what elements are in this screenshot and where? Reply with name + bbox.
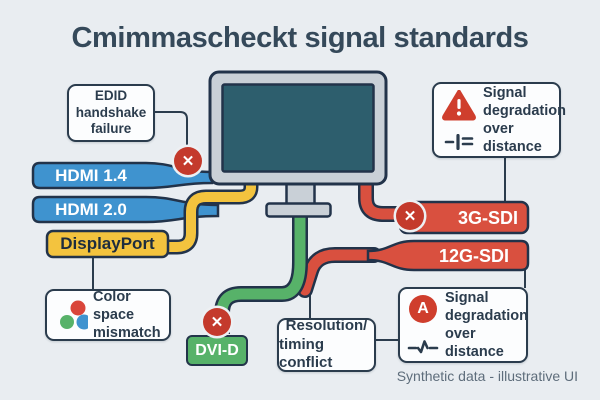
rgb-dots-icon bbox=[60, 300, 88, 330]
cable-displayport-path bbox=[166, 182, 259, 255]
error-x-badge-sdi3g: ✕ bbox=[396, 202, 424, 230]
letter-a-glyph: A bbox=[417, 300, 429, 317]
callout-icon-column: A bbox=[407, 293, 439, 357]
callout-signal-degradation-bottom: A Signal degradation over distance bbox=[398, 287, 528, 363]
cable-sdi3g-path bbox=[358, 181, 404, 222]
page-title: Cmimmascheckt signal standards bbox=[71, 22, 529, 54]
callout-line: mismatch bbox=[92, 325, 161, 342]
callout-line: failure bbox=[90, 121, 132, 137]
callout-line: timing conflict bbox=[279, 335, 333, 372]
monitor-stand-base bbox=[265, 202, 332, 218]
x-icon: ✕ bbox=[210, 314, 224, 331]
cable-label-sdi3g: 3G-SDI bbox=[457, 207, 518, 228]
callout-connector-lines bbox=[92, 111, 526, 341]
callout-signal-degradation-top: Signal degradation over distance bbox=[432, 82, 566, 158]
cable-sdi12g-band bbox=[366, 239, 530, 272]
callout-line: Resolution/ bbox=[285, 316, 368, 334]
callout-line: Signal bbox=[445, 289, 489, 306]
signal-waveform-icon bbox=[444, 134, 474, 150]
x-icon: ✕ bbox=[403, 208, 417, 225]
cable-displayport-band bbox=[45, 229, 170, 259]
cable-label-dvid: DVI-D bbox=[186, 335, 248, 366]
callout-line: over distance bbox=[483, 121, 542, 156]
monitor-screen bbox=[221, 83, 375, 173]
callout-line: Color space bbox=[92, 288, 135, 323]
callout-resolution-timing-conflict: Resolution/ timing conflict bbox=[277, 316, 376, 372]
callout-edid-handshake-failure: EDID handshake failure bbox=[67, 84, 155, 142]
warning-triangle-icon bbox=[442, 90, 476, 121]
x-icon: ✕ bbox=[181, 153, 195, 170]
callout-line: Signal bbox=[483, 84, 527, 101]
cable-label-hdmi20: HDMI 2.0 bbox=[55, 200, 127, 219]
letter-a-badge-icon: A bbox=[409, 295, 437, 323]
cable-label-displayport: DisplayPort bbox=[60, 234, 155, 253]
callout-icon-column bbox=[441, 88, 477, 152]
cable-label-sdi12g: 12G-SDI bbox=[438, 245, 510, 266]
cable-label-hdmi14: HDMI 1.4 bbox=[55, 166, 127, 185]
signal-pulse-icon bbox=[407, 340, 439, 354]
monitor bbox=[208, 70, 388, 218]
callout-line: EDID bbox=[94, 87, 128, 103]
callout-line: handshake bbox=[75, 104, 147, 120]
callout-line: degradation bbox=[483, 102, 566, 119]
callout-line: over distance bbox=[445, 326, 504, 361]
cable-sdi12g-path bbox=[297, 247, 382, 298]
cable-dvid-path-lower bbox=[214, 261, 308, 334]
edid-connector bbox=[154, 111, 188, 149]
error-x-badge-hdmi14: ✕ bbox=[174, 147, 202, 175]
footer-note: Synthetic data - illustrative UI bbox=[396, 368, 578, 384]
callout-color-space-mismatch: Color space mismatch bbox=[45, 289, 171, 341]
callout-line: degradation bbox=[445, 307, 528, 324]
error-x-badge-dvid: ✕ bbox=[203, 308, 231, 336]
